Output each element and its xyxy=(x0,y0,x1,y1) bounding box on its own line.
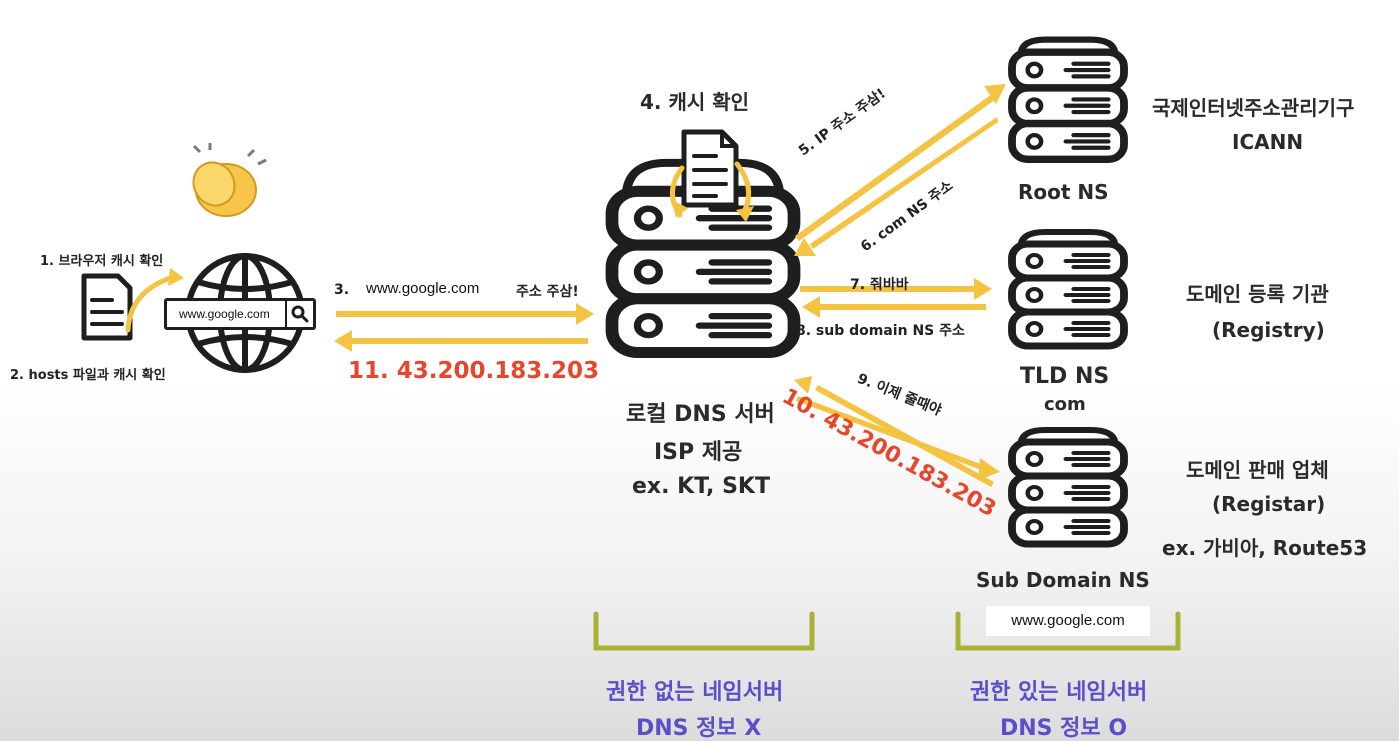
tld-org-en: (Registry) xyxy=(1212,318,1325,342)
search-icon[interactable] xyxy=(285,301,313,327)
step8-label: 8. sub domain NS 주소 xyxy=(796,323,965,339)
cache-document-icon xyxy=(681,129,739,208)
step3-number: 3. xyxy=(334,282,350,298)
arrow-step7 xyxy=(800,278,992,300)
step3-domain-box: www.google.com xyxy=(352,276,508,302)
tld-org: 도메인 등록 기관 xyxy=(1186,282,1329,306)
root-org-en: ICANN xyxy=(1232,130,1304,154)
sub-domain-org: 도메인 판매 업체 xyxy=(1186,458,1329,482)
arrow-step5 xyxy=(795,84,1006,241)
local-dns-provider: ISP 제공 xyxy=(654,440,743,465)
sub-domain-org-en: (Registar) xyxy=(1212,492,1326,516)
sub-domain-example: ex. 가비아, Route53 xyxy=(1162,536,1368,560)
sub-domain-box: www.google.com xyxy=(986,606,1150,636)
step1-label: 1. 브라우저 캐시 확인 xyxy=(40,254,164,269)
clapping-hands-icon xyxy=(192,143,267,217)
arrow-step8 xyxy=(802,296,986,318)
step11-label: 11. 43.200.183.203 xyxy=(348,358,600,384)
browser-search-bar[interactable]: www.google.com xyxy=(164,298,316,330)
client-loop-arrow-icon xyxy=(125,268,184,333)
root-ns-server-icon xyxy=(1012,36,1124,160)
search-input-text: www.google.com xyxy=(179,307,270,321)
hosts-document-icon xyxy=(81,273,133,341)
tld-ns-sub: com xyxy=(1044,394,1086,415)
root-org: 국제인터넷주소관리기구 xyxy=(1152,96,1355,120)
footer-left-line2: DNS 정보 X xyxy=(636,716,762,741)
arrow-step10 xyxy=(794,376,994,487)
footer-right-line2: DNS 정보 O xyxy=(1000,716,1128,741)
tld-ns-server-icon xyxy=(1012,229,1124,346)
cache-check-label: 4. 캐시 확인 xyxy=(640,90,750,114)
arrow-step6 xyxy=(794,117,998,256)
root-ns-name: Root NS xyxy=(1018,180,1109,204)
local-dns-name: 로컬 DNS 서버 xyxy=(626,402,775,427)
step7-label: 7. 줘바바 xyxy=(850,277,909,293)
arrow-step3 xyxy=(336,303,594,325)
tld-ns-name: TLD NS xyxy=(1020,364,1110,389)
footer-left-line1: 권한 없는 네임서버 xyxy=(606,680,784,705)
step3-tail: 주소 주삼! xyxy=(516,284,579,300)
arrow-step11 xyxy=(334,330,588,352)
sub-domain-ns-server-icon xyxy=(1012,427,1124,544)
sub-domain-ns-name: Sub Domain NS xyxy=(976,568,1150,592)
bracket-right xyxy=(955,611,1181,651)
step2-label: 2. hosts 파일과 캐시 확인 xyxy=(10,368,166,383)
local-dns-example: ex. KT, SKT xyxy=(632,474,770,499)
bracket-left xyxy=(593,611,815,651)
footer-right-line1: 권한 있는 네임서버 xyxy=(970,680,1148,705)
cache-loop-arrow-icon xyxy=(670,161,754,222)
